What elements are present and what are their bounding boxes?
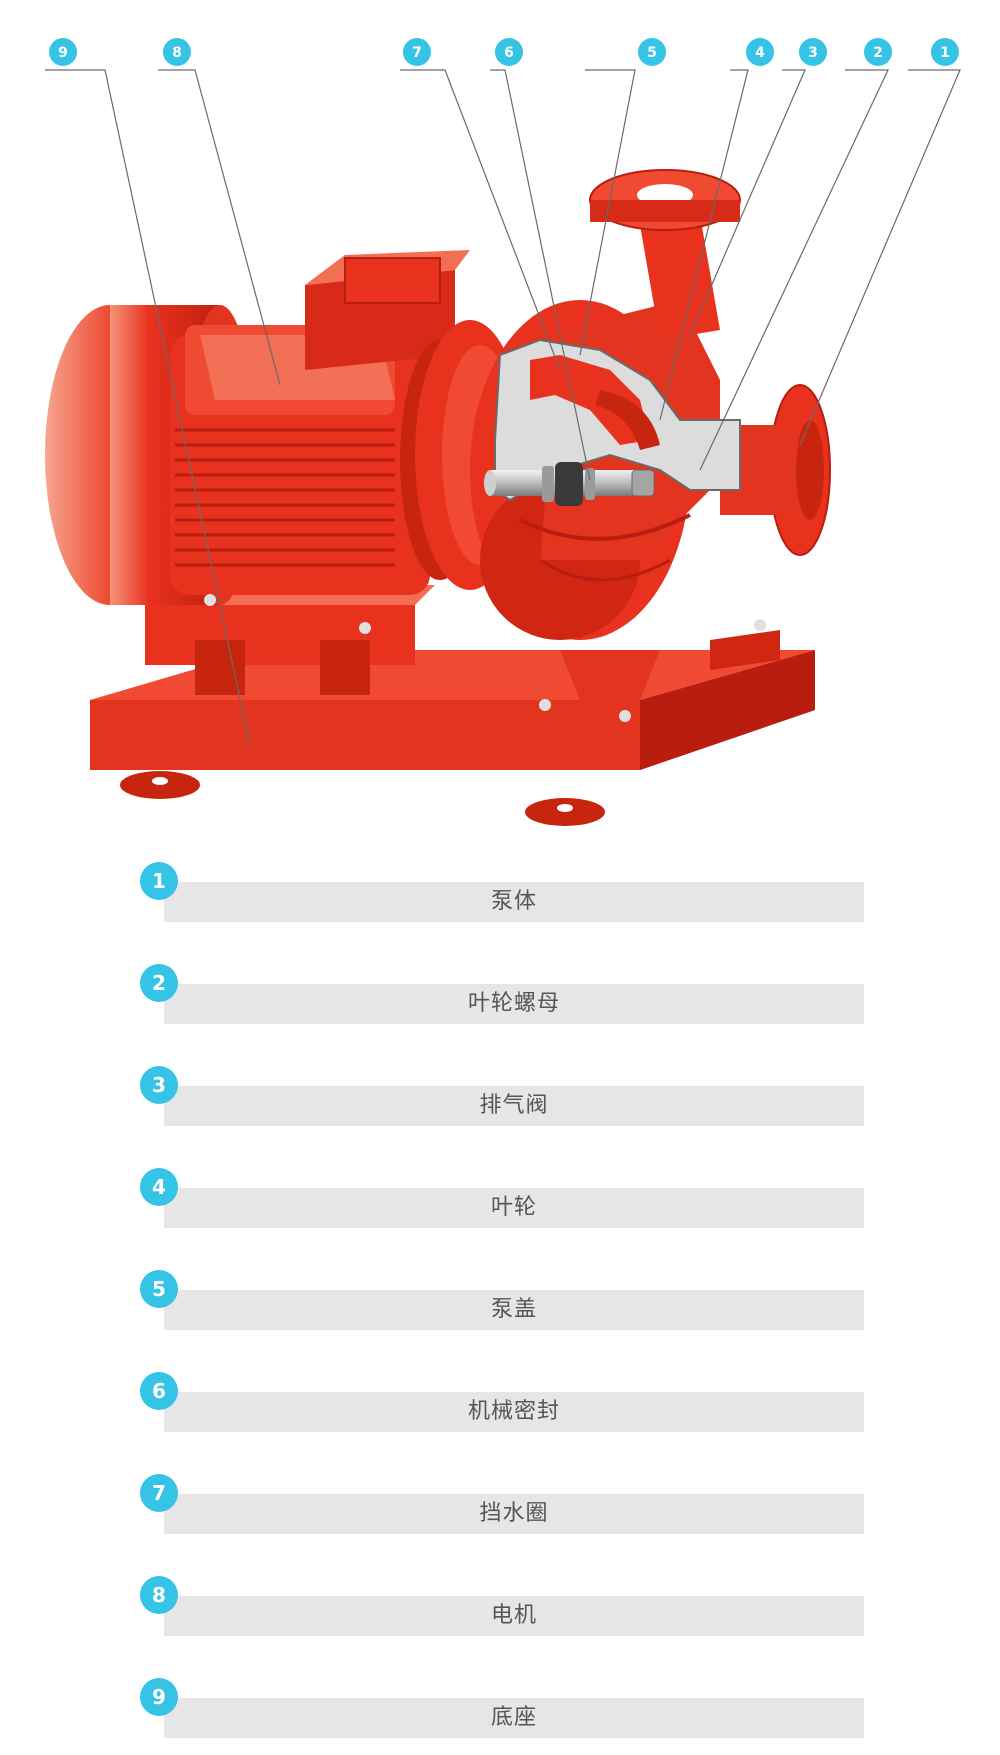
part-name: 挡水圈 [479,1501,549,1526]
part-name: 泵盖 [490,1297,537,1322]
part-number-badge: 3 [140,1066,178,1104]
svg-text:3: 3 [808,45,818,61]
callout-9: 9 [49,38,77,66]
legend-bar: 挡水圈 [164,1494,864,1534]
svg-text:9: 9 [58,45,68,61]
pump-cutaway-diagram: 9 8 7 6 5 4 3 2 1 [45,38,961,826]
svg-text:2: 2 [873,45,883,61]
legend-bar: 叶轮螺母 [164,984,864,1024]
svg-text:7: 7 [412,45,422,61]
callout-2: 2 [864,38,892,66]
legend-bar: 排气阀 [164,1086,864,1126]
callout-badges: 9 8 7 6 5 4 3 2 1 [49,38,959,66]
callout-4: 4 [746,38,774,66]
part-name: 叶轮 [490,1195,537,1220]
callout-6: 6 [495,38,523,66]
legend-item-5: 泵盖 5 [140,1270,880,1330]
part-name: 底座 [490,1705,537,1730]
part-name: 机械密封 [467,1399,560,1424]
svg-text:6: 6 [504,45,514,61]
legend-bar: 机械密封 [164,1392,864,1432]
legend-item-1: 泵体 1 [140,862,880,922]
part-name: 叶轮螺母 [467,991,560,1016]
legend-bar: 底座 [164,1698,864,1738]
part-number-badge: 6 [140,1372,178,1410]
callout-1: 1 [931,38,959,66]
legend-bar: 叶轮 [164,1188,864,1228]
callout-5: 5 [638,38,666,66]
callout-7: 7 [403,38,431,66]
part-number-badge: 5 [140,1270,178,1308]
part-number-badge: 9 [140,1678,178,1716]
part-number-badge: 2 [140,964,178,1002]
legend-item-3: 排气阀 3 [140,1066,880,1126]
svg-text:1: 1 [940,45,950,61]
callout-leaders [45,69,961,746]
svg-text:4: 4 [755,45,765,61]
part-number-badge: 8 [140,1576,178,1614]
legend-bar: 泵体 [164,882,864,922]
legend-item-2: 叶轮螺母 2 [140,964,880,1024]
callout-8: 8 [163,38,191,66]
part-name: 排气阀 [479,1093,549,1118]
base-frame [90,585,815,826]
legend-bar: 泵盖 [164,1290,864,1330]
legend-item-7: 挡水圈 7 [140,1474,880,1534]
svg-text:5: 5 [647,45,657,61]
legend-item-9: 底座 9 [140,1678,880,1738]
pump-casing [204,169,831,722]
part-number-badge: 7 [140,1474,178,1512]
callout-3: 3 [799,38,827,66]
legend-item-6: 机械密封 6 [140,1372,880,1432]
part-name: 泵体 [490,889,537,914]
part-number-badge: 4 [140,1168,178,1206]
part-name: 电机 [490,1603,537,1628]
legend-item-4: 叶轮 4 [140,1168,880,1228]
legend-item-8: 电机 8 [140,1576,880,1636]
legend-bar: 电机 [164,1596,864,1636]
part-number-badge: 1 [140,862,178,900]
svg-text:8: 8 [172,45,182,61]
